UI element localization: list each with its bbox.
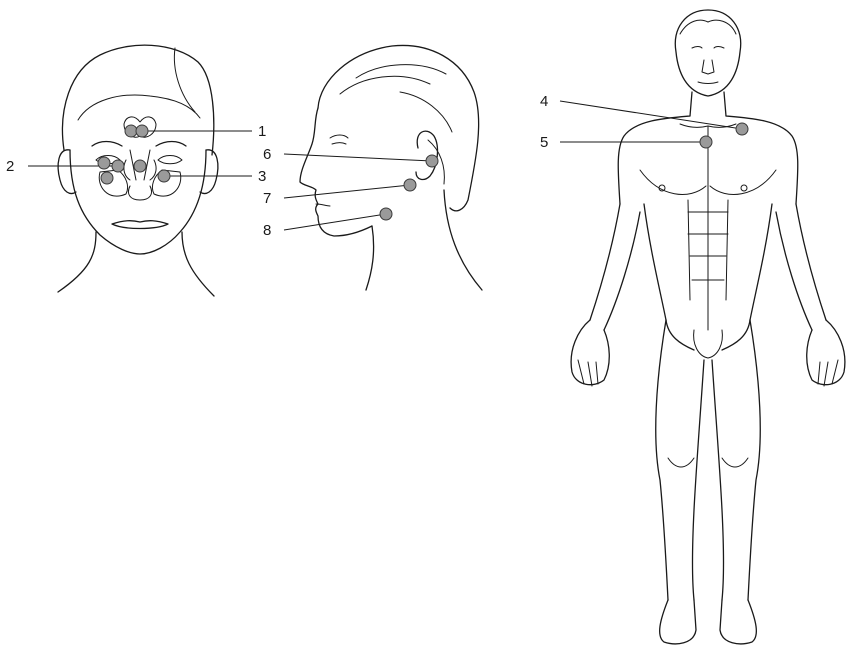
- label-6: 6: [263, 146, 271, 163]
- label-4: 4: [540, 93, 548, 110]
- marker-point-7: [404, 179, 416, 191]
- leader-line-8: [284, 214, 386, 230]
- marker-point-4: [736, 123, 748, 135]
- label-7: 7: [263, 190, 271, 207]
- marker-point-2c: [134, 160, 146, 172]
- marker-point-6: [426, 155, 438, 167]
- marker-point-2d: [101, 172, 113, 184]
- leader-line-7: [284, 185, 410, 198]
- label-8: 8: [263, 222, 271, 239]
- marker-point-2a: [98, 157, 110, 169]
- full-body-illustration: [571, 10, 845, 644]
- marker-point-1b: [136, 125, 148, 137]
- marker-point-3: [158, 170, 170, 182]
- marker-point-5: [700, 136, 712, 148]
- label-3: 3: [258, 168, 266, 185]
- label-1: 1: [258, 123, 266, 140]
- label-5: 5: [540, 134, 548, 151]
- leader-line-4: [560, 101, 742, 129]
- profile-head-illustration: [300, 45, 482, 290]
- point-markers: [98, 123, 748, 220]
- marker-point-1a: [125, 125, 137, 137]
- marker-point-2b: [112, 160, 124, 172]
- marker-point-8: [380, 208, 392, 220]
- label-2: 2: [6, 158, 14, 175]
